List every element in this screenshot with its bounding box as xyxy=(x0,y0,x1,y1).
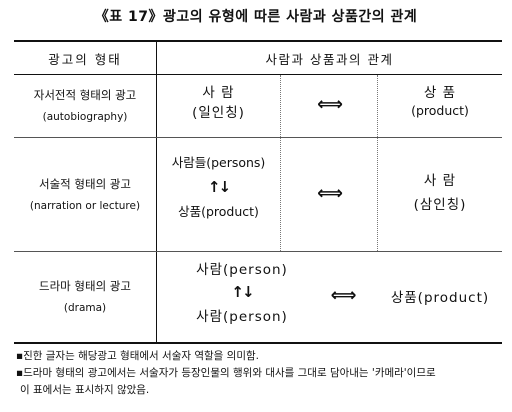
table-header-row: 광고의 형태 사람과 상품과의 관계 xyxy=(14,41,502,75)
product-label: 상품(product) xyxy=(178,204,259,219)
dotted-divider xyxy=(280,138,281,251)
person-sub-label: (일인칭) xyxy=(192,105,245,121)
ad-type-relation-table: 광고의 형태 사람과 상품과의 관계 자서전적 형태의 광고 (autobiog… xyxy=(14,40,502,344)
row-relation-cell: 사람들(persons) ↑↓ 상품(product) ⟺ 사 람 (삼인칭) xyxy=(156,137,503,252)
product-label: 상 품 xyxy=(423,85,457,101)
dotted-divider xyxy=(377,138,378,251)
type-name-ko: 드라마 형태의 광고 xyxy=(39,278,131,293)
left-right-arrow-icon: ⟺ xyxy=(317,94,343,115)
left-right-arrow-icon: ⟺ xyxy=(330,285,357,306)
person-label: 사람(person) xyxy=(196,309,288,325)
person-label: 사람(person) xyxy=(196,262,288,278)
header-relation: 사람과 상품과의 관계 xyxy=(156,41,502,75)
table-row: 서술적 형태의 광고 (narration or lecture) 사람들(pe… xyxy=(14,137,503,252)
person-block: 사 람 (일인칭) xyxy=(157,81,280,121)
table-row: 자서전적 형태의 광고 (autobiography) 사 람 (일인칭) ⟺ … xyxy=(14,74,503,138)
footnotes: ▪진한 글자는 해당광고 형태에서 서술자 역할을 의미함. ▪드라마 형태의 … xyxy=(16,348,508,399)
type-name-en: (narration or lecture) xyxy=(29,199,141,212)
type-name-ko: 자서전적 형태의 광고 xyxy=(33,88,137,102)
table-title: 《표 17》광고의 유형에 따른 사람과 상품간의 관계 xyxy=(94,9,418,25)
type-name-ko: 서술적 형태의 광고 xyxy=(39,176,131,191)
up-down-arrow-icon: ↑↓ xyxy=(207,178,231,196)
product-sub-label: (product) xyxy=(411,103,469,118)
person-label: 사 람 xyxy=(202,85,235,101)
stack-block: 사람들(persons) ↑↓ 상품(product) xyxy=(157,152,280,220)
footnote: ▪진한 글자는 해당광고 형태에서 서술자 역할을 의미함. xyxy=(16,350,259,362)
footnote-continuation: 이 표에서는 표시하지 않았음. xyxy=(20,384,150,396)
persons-label: 사람들(persons) xyxy=(171,155,266,170)
left-right-arrow-icon: ⟺ xyxy=(317,183,343,204)
header-ad-type: 광고의 형태 xyxy=(14,41,157,75)
product-block: 상 품 (product) xyxy=(377,81,503,118)
row-type-cell: 자서전적 형태의 광고 (autobiography) xyxy=(14,74,157,138)
stack-block: 사람(person) ↑↓ 사람(person) xyxy=(167,258,317,325)
table-row: 드라마 형태의 광고 (drama) 사람(person) ↑↓ 사람(pers… xyxy=(14,251,503,343)
person-sub-label: (삼인칭) xyxy=(413,197,467,213)
row-relation-cell: 사 람 (일인칭) ⟺ 상 품 (product) xyxy=(156,74,503,138)
row-type-cell: 드라마 형태의 광고 (drama) xyxy=(14,251,157,343)
row-type-cell: 서술적 형태의 광고 (narration or lecture) xyxy=(14,137,157,252)
person-label: 사 람 xyxy=(423,173,457,189)
third-person-block: 사 람 (삼인칭) xyxy=(377,169,503,213)
dotted-divider xyxy=(377,75,378,137)
product-label: 상품(product) xyxy=(390,290,490,306)
footnote: ▪드라마 형태의 광고에서는 서술자가 등장인물의 행위와 대사를 그대로 담아… xyxy=(16,367,436,379)
dotted-divider xyxy=(280,75,281,137)
up-down-arrow-icon: ↑↓ xyxy=(231,283,254,301)
row-relation-cell: 사람(person) ↑↓ 사람(person) ⟺ 상품(product) xyxy=(157,252,503,343)
type-name-en: (drama) xyxy=(63,301,107,314)
type-name-en: (autobiography) xyxy=(42,111,128,123)
